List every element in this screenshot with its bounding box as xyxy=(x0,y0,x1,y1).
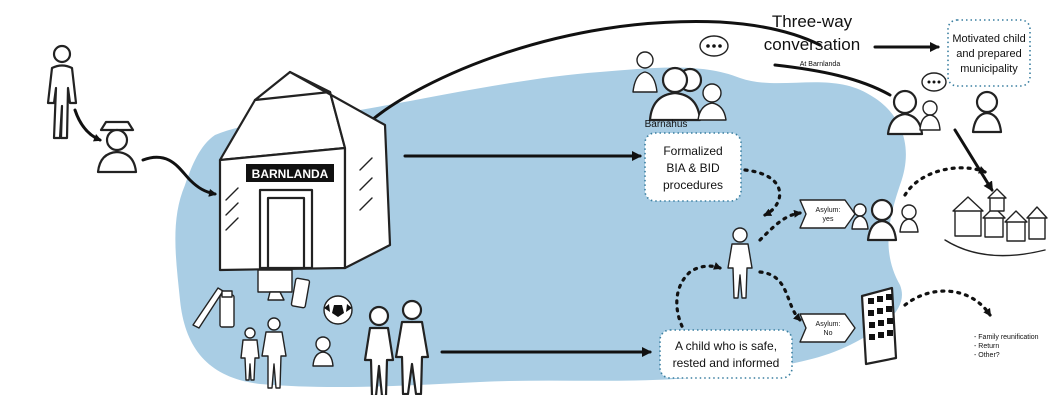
asylum-yes-tag xyxy=(799,199,856,229)
building-sign-background xyxy=(246,164,334,182)
municipality-people-icon xyxy=(851,198,919,242)
asylum-yes-line1: Asylum: xyxy=(816,207,841,214)
arrow-person-to-police xyxy=(73,108,102,142)
arrow-group-to-town xyxy=(953,128,994,192)
motivated-line2: and prepared xyxy=(956,48,1021,60)
asylum-no-tag xyxy=(799,313,856,343)
dotted-to-town xyxy=(903,166,987,197)
barnahus-label: Barnahus xyxy=(645,119,688,130)
arc-to-three-way xyxy=(370,19,822,122)
town-icon xyxy=(944,188,1048,257)
child-person-icon xyxy=(727,227,753,299)
outcome-3: - Other? xyxy=(974,352,1000,359)
asylum-no-line2: No xyxy=(824,330,833,337)
motivated-box xyxy=(947,19,1031,87)
arrow-police-to-building xyxy=(141,155,217,197)
dotted-child-box-to-child xyxy=(675,262,722,342)
dotted-child-to-asylum-no xyxy=(758,270,802,322)
asylum-yes-line2: yes xyxy=(823,216,834,223)
dotted-to-outcomes xyxy=(903,289,992,317)
child-safe-line1: A child who is safe, xyxy=(675,339,777,353)
police-officer-icon xyxy=(96,120,138,174)
person-icon xyxy=(46,44,78,140)
at-barnlanda-label: At Barnlanda xyxy=(800,61,841,68)
barnahus-group-icon xyxy=(632,51,727,122)
motivated-line1: Motivated child xyxy=(952,33,1025,45)
outcome-1: - Family reunification xyxy=(974,334,1039,341)
three-way-line1: Three-way xyxy=(772,12,853,31)
child-safe-line2: rested and informed xyxy=(673,356,780,370)
computer-icon xyxy=(257,269,293,301)
outcome-2: - Return xyxy=(974,343,999,350)
three-way-line2: conversation xyxy=(764,35,860,54)
building-sign: BARNLANDA xyxy=(252,167,329,181)
motivated-line3: municipality xyxy=(960,63,1018,75)
soccer-ball-icon xyxy=(323,295,353,325)
arc-continuation xyxy=(773,63,892,97)
formalized-box xyxy=(644,132,742,202)
formalized-line3: procedures xyxy=(663,178,723,192)
dotted-formalized-to-child xyxy=(743,168,782,217)
formalized-line1: Formalized xyxy=(663,144,722,158)
formalized-line2: BIA & BID xyxy=(666,161,720,175)
toothbrush-icon xyxy=(192,287,235,329)
apartment-building-icon xyxy=(860,286,898,366)
dotted-child-to-asylum-yes xyxy=(758,209,802,242)
asylum-no-line1: Asylum: xyxy=(816,321,841,328)
child-safe-box xyxy=(659,329,793,379)
phone-icon xyxy=(290,277,311,309)
speech-bubble-icon xyxy=(699,35,729,57)
conversation-group-icon xyxy=(886,72,1003,136)
family-icon xyxy=(240,299,430,395)
